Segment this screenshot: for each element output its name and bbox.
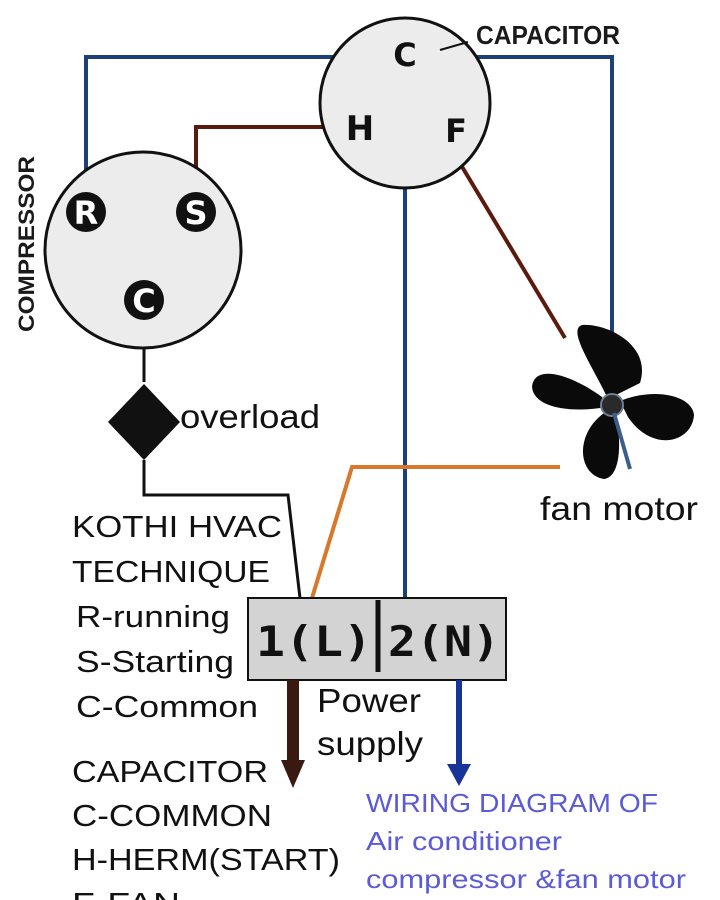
caption-line3: compressor &fan motor [366, 864, 686, 894]
compressor-terminal-c-badge: C [124, 280, 164, 320]
supply-neutral-arrow [447, 680, 471, 786]
compressor: R S C [43, 150, 243, 350]
caption-line2: Air conditioner [366, 826, 562, 856]
compressor-terminal-c: C [132, 282, 155, 320]
terminal-neutral-label: 2(N) [388, 617, 500, 666]
compressor-terminal-r: R [74, 194, 99, 232]
wire-overload-to-line [142, 460, 302, 599]
caption-line1: WIRING DIAGRAM OF [366, 788, 658, 818]
capacitor-legend-fan: F-FAN [72, 886, 180, 900]
terminal-line-label: 1(L) [256, 617, 372, 666]
supply-line-arrow [281, 680, 305, 788]
capacitor-legend-title: CAPACITOR [72, 754, 268, 789]
compressor-terminal-s-badge: S [176, 192, 216, 232]
capacitor-terminal-f: F [445, 112, 467, 150]
terminal-block: 1(L) 2(N) [247, 597, 507, 681]
overload-icon [108, 384, 180, 460]
capacitor-label-leader [439, 41, 469, 51]
overload-label: overload [180, 398, 320, 435]
capacitor-legend-common: C-COMMON [72, 798, 272, 833]
compressor-label: COMPRESSOR [14, 156, 39, 332]
capacitor-terminal-c: C [393, 36, 416, 74]
capacitor-label: CAPACITOR [476, 20, 620, 50]
legend-r-running: R-running [76, 599, 230, 634]
wire-r-to-capacitor-c [84, 55, 392, 212]
capacitor-terminal-h: H [346, 109, 374, 149]
wire-capacitor-f-to-fan [456, 158, 567, 340]
power-supply-label-line2: supply [317, 725, 424, 762]
fan-motor-icon [532, 324, 694, 479]
legend-brand-line1: KOTHI HVAC [72, 509, 282, 544]
capacitor-legend-herm: H-HERM(START) [72, 842, 340, 877]
compressor-terminal-r-badge: R [66, 192, 106, 232]
power-supply-label-line1: Power [317, 682, 421, 719]
legend-brand-line2: TECHNIQUE [72, 554, 270, 589]
fan-motor-label: fan motor [540, 490, 698, 527]
wire-fan-to-line [310, 465, 560, 599]
legend-c-common: C-Common [76, 689, 258, 724]
capacitor: C H F [318, 16, 492, 190]
compressor-terminal-s: S [184, 194, 207, 232]
legend-s-starting: S-Starting [76, 644, 234, 679]
wire-capacitor-c-to-fan [412, 55, 614, 345]
